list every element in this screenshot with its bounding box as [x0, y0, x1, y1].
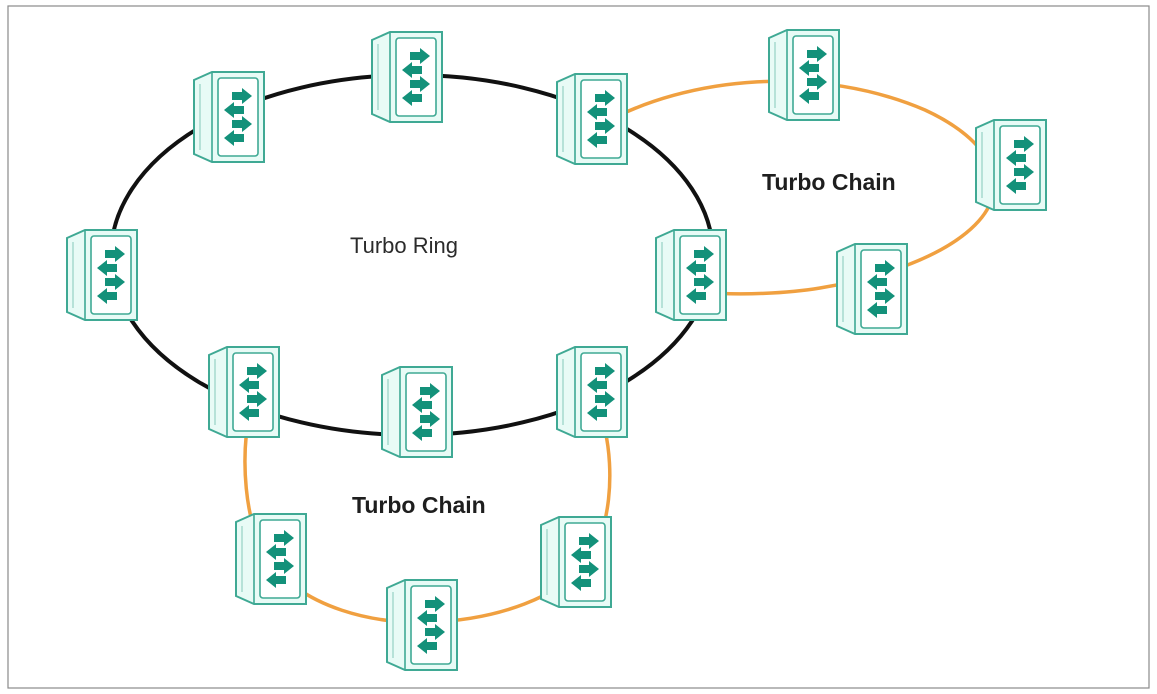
ethernet-switch-icon [235, 513, 307, 605]
ethernet-switch-icon [193, 71, 265, 163]
ethernet-switch-icon [975, 119, 1047, 211]
ethernet-switch-icon [381, 366, 453, 458]
ethernet-switch-icon [768, 29, 840, 121]
ethernet-switch-icon [66, 229, 138, 321]
ethernet-switch-icon [540, 516, 612, 608]
ethernet-switch-icon [556, 346, 628, 438]
ethernet-switch-icon [556, 73, 628, 165]
ethernet-switch-icon [655, 229, 727, 321]
turbo-ring-label: Turbo Ring [350, 233, 458, 258]
ethernet-switch-icon [371, 31, 443, 123]
turbo-chain-bottom-label: Turbo Chain [352, 492, 486, 518]
turbo-chain-right-label: Turbo Chain [762, 169, 896, 195]
ethernet-switch-icon [386, 579, 458, 671]
ethernet-switch-icon [208, 346, 280, 438]
ethernet-switch-icon [836, 243, 908, 335]
